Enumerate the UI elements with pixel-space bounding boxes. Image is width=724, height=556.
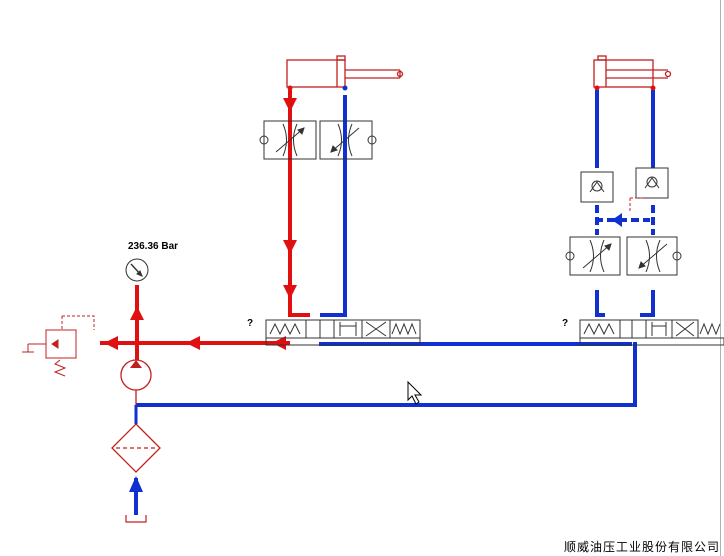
right-pilot-check-valves (580, 167, 669, 203)
company-name: 顺威油压工业股份有限公司 (563, 540, 720, 554)
tank (125, 515, 147, 523)
left-directional-valve (265, 319, 421, 346)
red-flow-arrows (104, 98, 297, 350)
valve-marker-left: ? (247, 318, 254, 329)
pilot-dashed-lines (629, 197, 645, 212)
right-flow-control-valve-b (626, 236, 682, 276)
left-cylinder (286, 55, 404, 88)
pump-arrow (130, 360, 142, 368)
left-flow-control-valve-b (319, 120, 377, 160)
left-flow-control-valve-a (259, 120, 317, 160)
gauge-reading: 236.36 Bar (128, 241, 179, 252)
valve-marker-right: ? (562, 318, 569, 329)
pressure-gauge (125, 258, 149, 282)
right-directional-valve (579, 319, 724, 346)
blue-flow-arrows (129, 213, 622, 492)
filter (111, 405, 161, 473)
relief-valve (22, 315, 95, 377)
right-cylinder (593, 55, 672, 88)
mouse-pointer-icon (407, 380, 423, 405)
return-lines (134, 90, 655, 515)
right-flow-control-valve-a (565, 236, 621, 276)
window-edge (720, 0, 721, 556)
hydraulic-pump (120, 352, 152, 405)
